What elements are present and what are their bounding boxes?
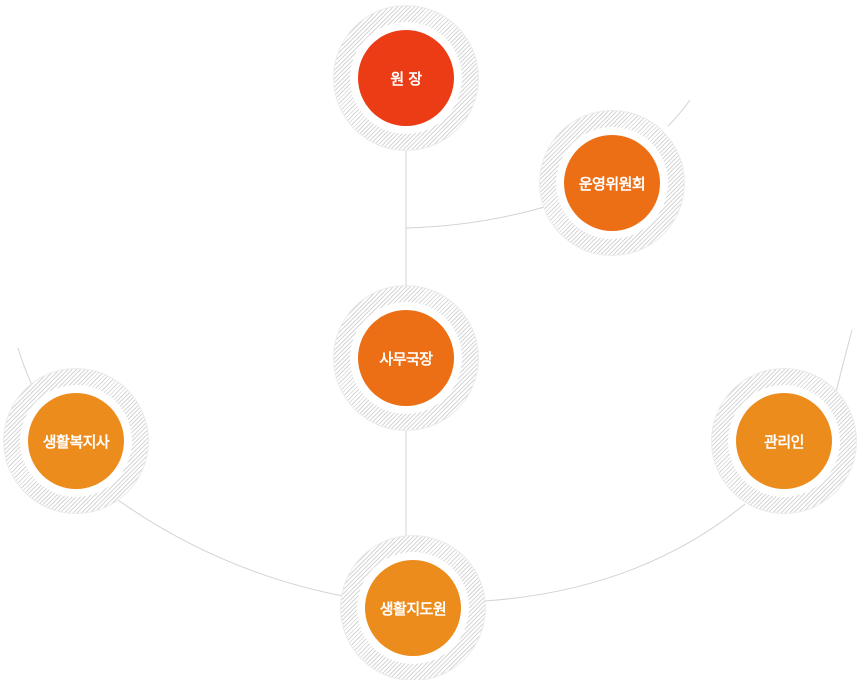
node-committee-circle: 운영위원회 (564, 135, 660, 231)
node-manager-label: 관리인 (764, 432, 804, 451)
connector-manager-outer-arc (835, 329, 853, 393)
node-instructor-circle: 생활지도원 (365, 560, 461, 656)
node-secretary[interactable]: 사무국장 (334, 286, 478, 430)
node-welfare[interactable]: 생활복지사 (4, 369, 148, 513)
node-director-label: 원 장 (390, 69, 422, 88)
node-committee[interactable]: 운영위원회 (540, 111, 684, 255)
node-instructor[interactable]: 생활지도원 (341, 536, 485, 680)
node-secretary-circle: 사무국장 (358, 310, 454, 406)
node-manager[interactable]: 관리인 (712, 369, 856, 513)
node-instructor-label: 생활지도원 (379, 599, 447, 618)
node-welfare-circle: 생활복지사 (28, 393, 124, 489)
connector-instructor-to-manager (484, 503, 746, 602)
connector-welfare-outer-arc (17, 347, 33, 386)
connector-welfare-to-instructor (117, 499, 344, 597)
node-director[interactable]: 원 장 (334, 6, 478, 150)
connector-trunk-to-committee (405, 205, 549, 229)
node-secretary-label: 사무국장 (379, 349, 433, 368)
node-welfare-label: 생활복지사 (42, 432, 110, 451)
connector-committee-outer-arc (667, 99, 691, 127)
node-manager-circle: 관리인 (736, 393, 832, 489)
node-committee-label: 운영위원회 (578, 174, 646, 193)
node-director-circle: 원 장 (358, 30, 454, 126)
